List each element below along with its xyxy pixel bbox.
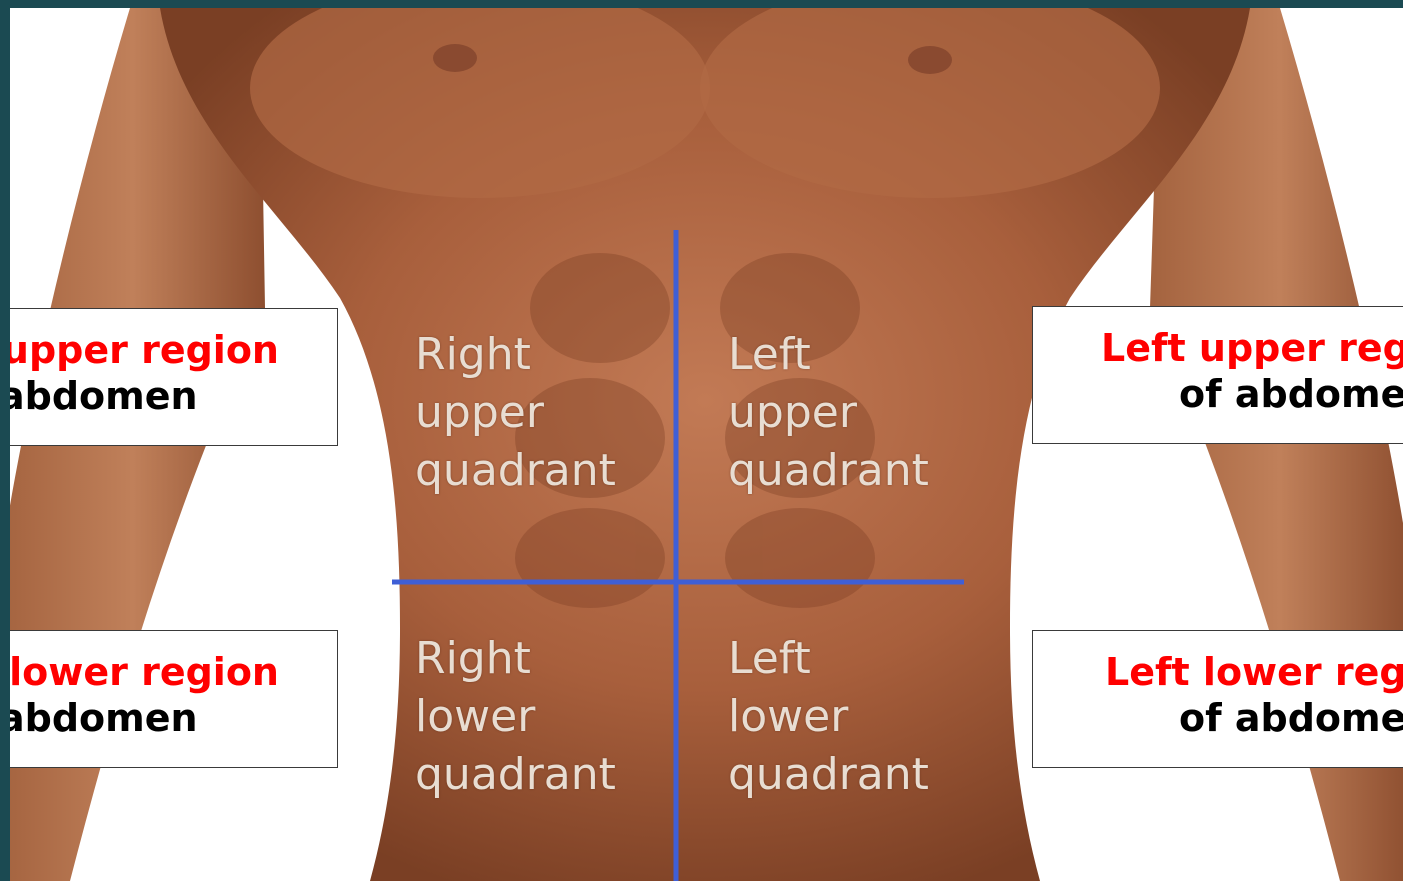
callout-subtitle: abdomen [10,373,279,419]
right-upper-region-callout: upper region abdomen [10,308,338,446]
callout-title: Left upper reg [1101,325,1403,371]
left-upper-quadrant-label: Left upper quadrant [728,326,929,500]
callout-subtitle: abdomen [10,695,279,741]
left-lower-region-callout: Left lower reg of abdome [1032,630,1403,768]
callout-subtitle: of abdome [1105,695,1403,741]
right-lower-region-callout: lower region abdomen [10,630,338,768]
left-upper-region-callout: Left upper reg of abdome [1032,306,1403,444]
diagram-stage: Right upper quadrant Left upper quadrant… [10,8,1403,881]
callout-title: lower region [10,649,279,695]
callout-subtitle: of abdome [1101,371,1403,417]
callout-title: Left lower reg [1105,649,1403,695]
right-upper-quadrant-label: Right upper quadrant [415,326,616,500]
left-nipple [908,46,952,74]
right-nipple [433,44,477,72]
callout-title: upper region [10,327,279,373]
left-lower-quadrant-label: Left lower quadrant [728,630,929,804]
right-lower-quadrant-label: Right lower quadrant [415,630,616,804]
